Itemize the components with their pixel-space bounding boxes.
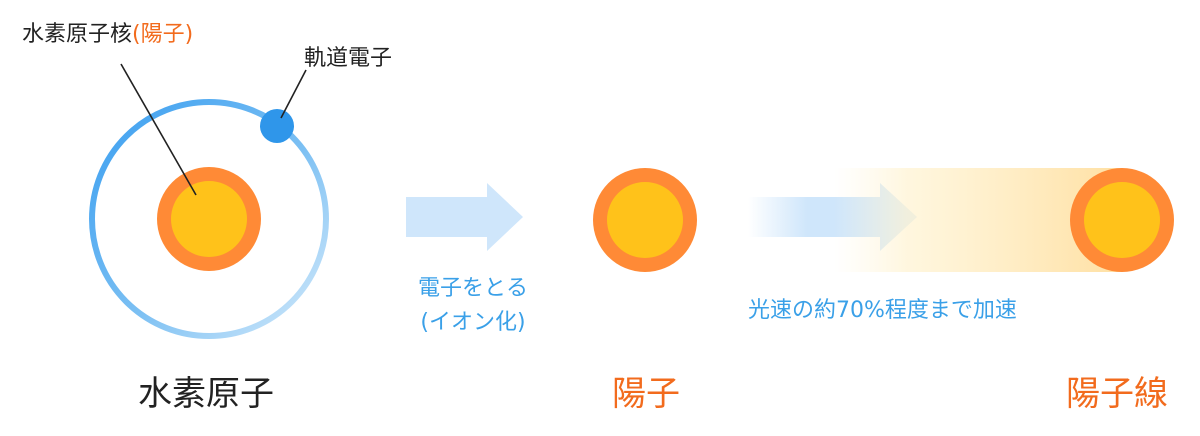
nucleus-label-main: 水素原子核 — [22, 22, 133, 47]
nucleus-label-proton: (陽子) — [132, 22, 194, 47]
caption-proton: 陽子 — [612, 374, 680, 414]
orbital-electron — [260, 109, 294, 143]
ionization-label: 電子をとる (イオン化) — [388, 272, 558, 340]
beam-proton-inner — [1084, 182, 1160, 258]
proton-inner — [607, 182, 683, 258]
proton-beam — [834, 168, 1174, 272]
ionization-label-line1: 電子をとる — [417, 276, 528, 301]
hydrogen-atom — [89, 63, 329, 339]
electron-orbit — [89, 99, 329, 339]
caption-proton-beam: 陽子線 — [1066, 374, 1168, 414]
nucleus-inner — [171, 181, 247, 257]
proton — [593, 168, 697, 272]
orbital-electron-label: 軌道電子 — [304, 46, 393, 71]
electron-leader-line — [280, 69, 307, 119]
acceleration-label: 光速の約70%程度まで加速 — [748, 298, 1017, 323]
ionization-arrow — [406, 183, 523, 251]
ionization-label-line2: (イオン化) — [420, 310, 526, 335]
nucleus-label: 水素原子核(陽子) — [22, 16, 193, 48]
nucleus-leader-line — [120, 63, 197, 196]
caption-hydrogen-atom: 水素原子 — [138, 374, 274, 414]
